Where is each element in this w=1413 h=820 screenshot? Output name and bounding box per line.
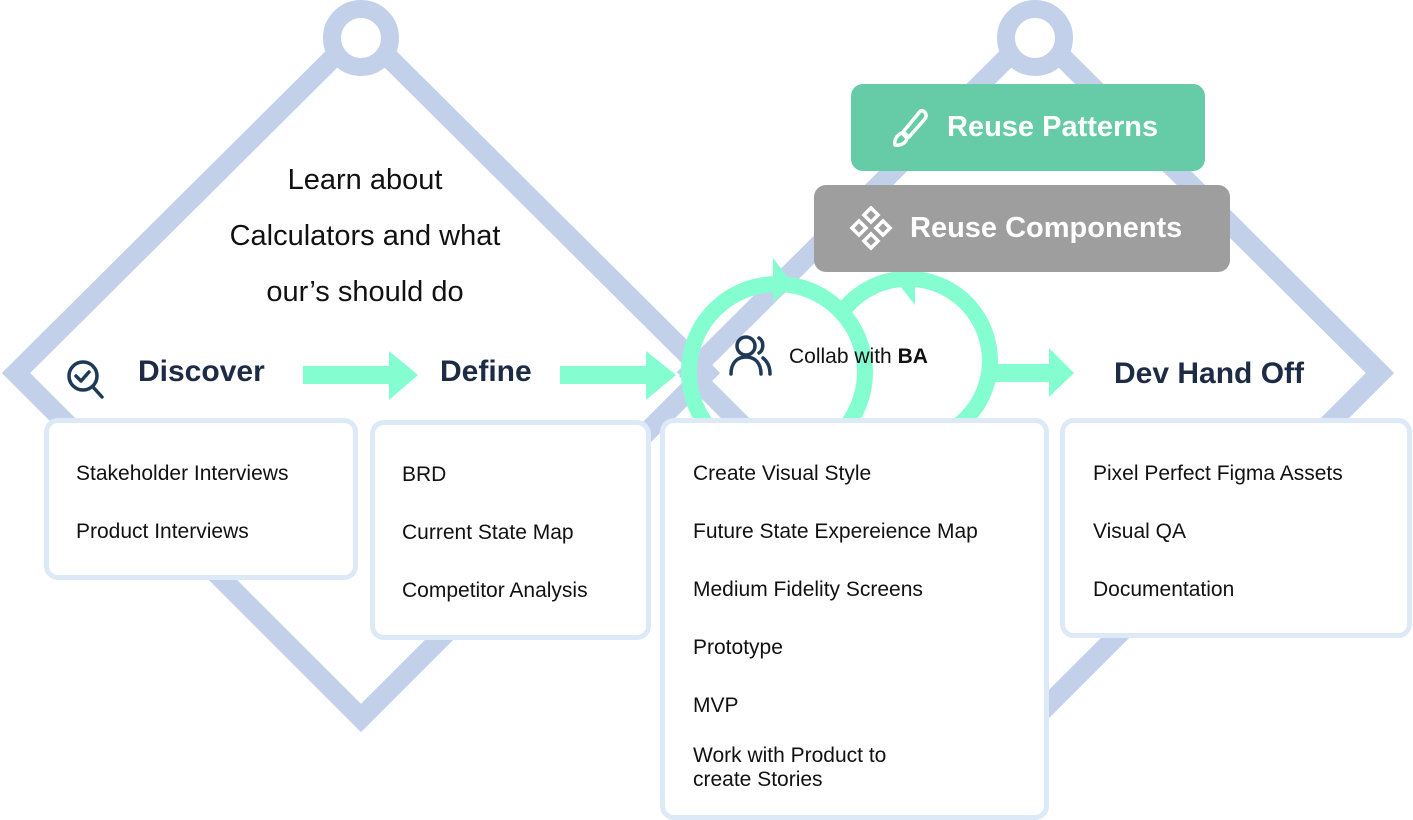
list-item: Medium Fidelity Screens [693,578,923,601]
right-diamond-knob [997,0,1073,76]
loop-right-arrowhead [897,272,915,305]
list-item: Product Interviews [76,520,249,543]
intro-line: our’s should do [266,276,464,308]
list-item: MVP [693,694,739,717]
reuse-components-label: Reuse Components [910,212,1183,244]
search-check-icon [67,360,104,399]
left-diamond-outline [1,15,721,733]
list-item: Documentation [1093,578,1235,601]
arrow-define-to-collab [560,347,680,404]
intro-line: Learn about [287,164,443,196]
reuse-patterns-label: Reuse Patterns [947,111,1159,143]
list-item: Future State Expereience Map [693,520,978,543]
intro-text: Learn about Calculators and what our’s s… [200,152,530,320]
devhandoff-card: Pixel Perfect Figma Assets Visual QA Doc… [1060,418,1412,638]
list-item: Pixel Perfect Figma Assets [1093,462,1343,485]
collab-bold: BA [897,345,928,368]
arrow-collab-to-devhandoff [988,348,1074,397]
list-item: Create Visual Style [693,462,872,485]
stage-title-collab: Collab with BA [789,345,928,369]
arrow-discover-to-define [303,351,418,400]
list-item: Visual QA [1093,520,1186,543]
list-item: BRD [402,463,447,486]
users-icon [729,335,772,376]
loop-left-arrowhead [773,258,793,302]
list-item: Work with Product to [693,744,887,767]
paintbrush-icon [893,108,928,147]
reuse-patterns-badge: Reuse Patterns [851,84,1205,171]
discover-card: Stakeholder Interviews Product Interview… [44,418,358,580]
list-item: Current State Map [402,521,574,544]
list-item: Prototype [693,636,783,659]
stage-title-discover: Discover [138,355,265,388]
left-diamond-knob [323,0,399,76]
define-card: BRD Current State Map Competitor Analysi… [370,420,651,640]
list-item: Stakeholder Interviews [76,462,289,485]
collab-prefix: Collab with [789,345,898,368]
list-item: Competitor Analysis [402,579,588,602]
stage-title-devhandoff: Dev Hand Off [1114,357,1305,390]
stage-title-define: Define [440,355,532,388]
reuse-components-badge: Reuse Components [814,185,1230,272]
intro-line: Calculators and what [229,220,501,252]
collab-card: Create Visual Style Future State Experei… [660,418,1049,820]
list-item: create Stories [693,768,823,791]
components-icon [849,205,893,251]
